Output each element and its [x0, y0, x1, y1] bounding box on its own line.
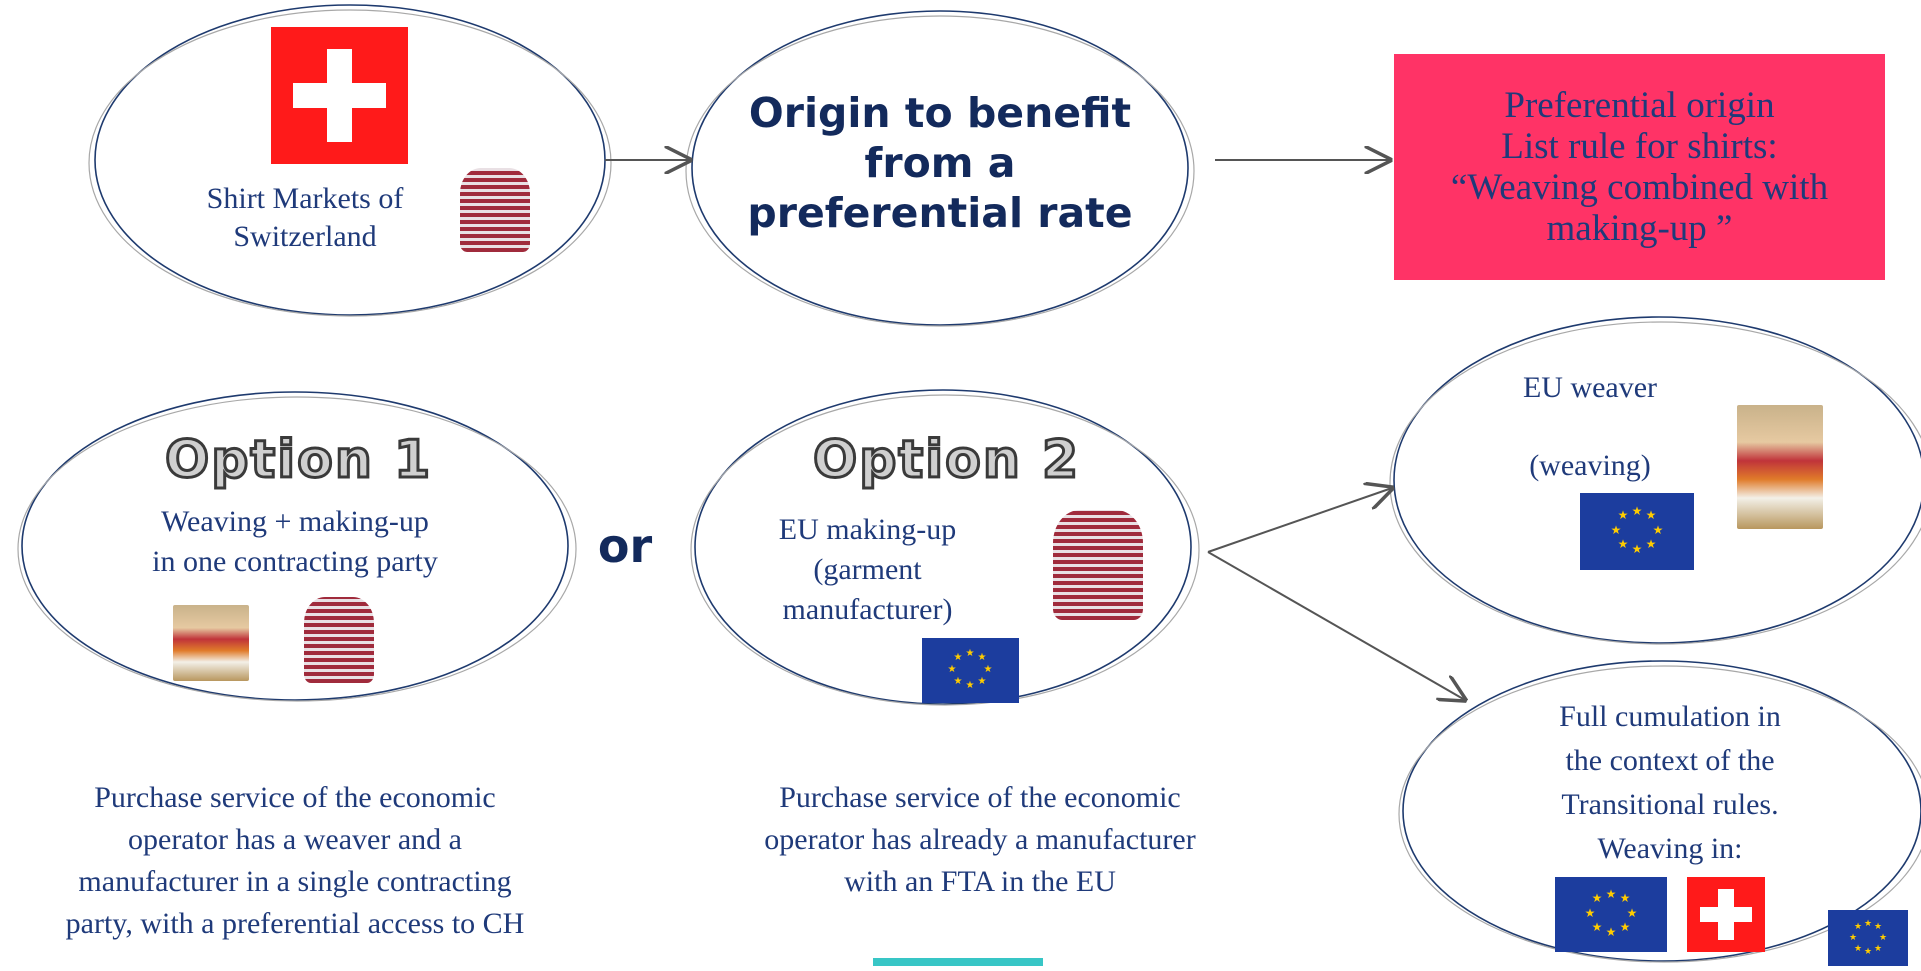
- swiss-flag-icon: [1687, 877, 1765, 952]
- svg-text:★: ★: [966, 680, 975, 691]
- option1-title: Option 1: [163, 429, 433, 492]
- option2-note: Purchase service of the economic operato…: [764, 781, 1196, 898]
- eu-flag-icon: ★★★★ ★★★★: [1828, 910, 1908, 966]
- svg-text:★: ★: [1874, 943, 1882, 953]
- shirt-icon: [460, 168, 530, 252]
- svg-text:★: ★: [1646, 508, 1657, 522]
- eu-flag-icon: ★★★★ ★★★★: [922, 638, 1019, 703]
- svg-text:★: ★: [1632, 542, 1643, 556]
- svg-text:★: ★: [948, 664, 957, 675]
- origin-label: Origin to benefit from a preferential ra…: [747, 89, 1133, 237]
- svg-text:★: ★: [1864, 946, 1872, 956]
- svg-text:★: ★: [1585, 906, 1596, 920]
- svg-text:★: ★: [1653, 523, 1664, 537]
- arrow-option2-to-cumulation: [1207, 551, 1465, 700]
- fabric-icon: [173, 605, 249, 681]
- svg-text:★: ★: [1618, 537, 1629, 551]
- svg-text:★: ★: [978, 652, 987, 663]
- svg-text:★: ★: [1849, 932, 1857, 942]
- weaver-label: EU weaver (weaving): [1522, 371, 1658, 482]
- option2-title: Option 2: [811, 429, 1081, 492]
- svg-text:★: ★: [1646, 537, 1657, 551]
- svg-text:★: ★: [1854, 921, 1862, 931]
- svg-text:★: ★: [1864, 918, 1872, 928]
- svg-text:★: ★: [1879, 932, 1887, 942]
- shirt-icon: [304, 597, 374, 683]
- svg-text:★: ★: [966, 648, 975, 659]
- svg-text:★: ★: [1620, 920, 1631, 934]
- svg-text:★: ★: [1620, 891, 1631, 905]
- svg-text:★: ★: [1592, 920, 1603, 934]
- option1-ellipse: [17, 391, 577, 702]
- or-label: or: [597, 519, 653, 573]
- arrow-option2-to-weaver: [1207, 488, 1392, 553]
- option2-ellipse: [690, 389, 1200, 706]
- svg-text:★: ★: [1618, 508, 1629, 522]
- svg-text:★: ★: [1611, 523, 1622, 537]
- cumulation-ellipse: [1398, 660, 1921, 963]
- footer-bar: [873, 958, 1043, 966]
- svg-text:★: ★: [984, 664, 993, 675]
- option2-label: EU making-up (garment manufacturer): [778, 513, 957, 626]
- markets-label: Shirt Markets of Switzerland: [206, 182, 404, 253]
- svg-text:★: ★: [1854, 943, 1862, 953]
- option1-note: Purchase service of the economic operato…: [65, 781, 525, 940]
- swiss-flag-icon: [271, 27, 408, 164]
- eu-flag-icon: ★★★★ ★★★★: [1580, 493, 1694, 570]
- option1-label: Weaving + making-up in one contracting p…: [152, 505, 438, 578]
- shirt-icon: [1053, 510, 1143, 620]
- svg-text:★: ★: [1606, 887, 1617, 901]
- svg-text:★: ★: [1592, 891, 1603, 905]
- svg-text:★: ★: [954, 676, 963, 687]
- eu-flag-icon: ★★★★ ★★★★: [1555, 877, 1667, 952]
- svg-text:★: ★: [978, 676, 987, 687]
- svg-text:★: ★: [1606, 925, 1617, 939]
- svg-text:★: ★: [954, 652, 963, 663]
- svg-text:★: ★: [1627, 906, 1638, 920]
- fabric-icon: [1737, 405, 1823, 529]
- cumulation-label: Full cumulation in the context of the Tr…: [1559, 700, 1781, 865]
- svg-text:★: ★: [1874, 921, 1882, 931]
- list-rule-box: Preferential origin List rule for shirts…: [1394, 54, 1885, 280]
- svg-text:★: ★: [1632, 504, 1643, 518]
